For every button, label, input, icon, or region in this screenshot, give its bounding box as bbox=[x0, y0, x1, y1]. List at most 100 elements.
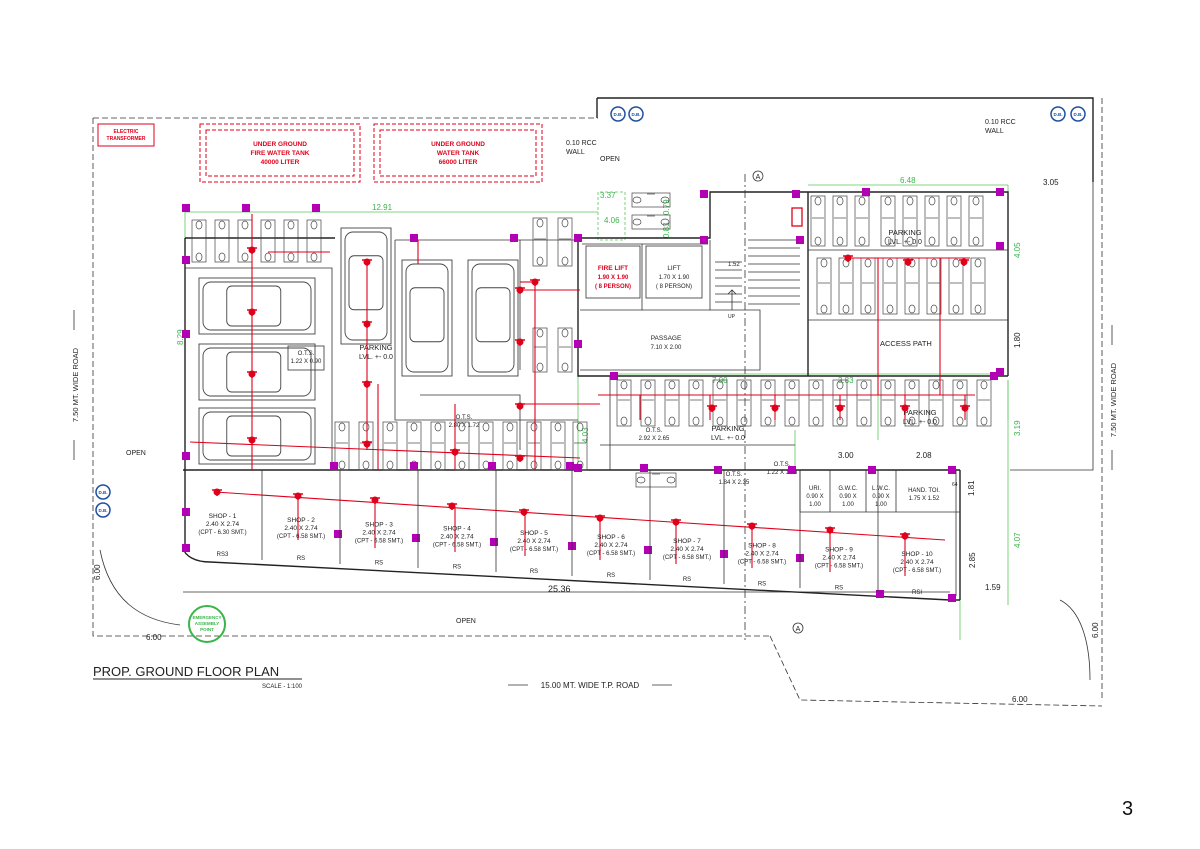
shop-carpet-area: (CPT - 6.58 SMT.) bbox=[433, 543, 481, 549]
sprinkler-icon bbox=[900, 404, 910, 412]
ots: O.T.S. 2.92 X 2.65 bbox=[639, 428, 670, 442]
section-mark: A A bbox=[752, 170, 804, 634]
column bbox=[948, 466, 956, 474]
svg-text:FIRE WATER TANK: FIRE WATER TANK bbox=[251, 150, 310, 157]
sprinkler-icon bbox=[447, 502, 457, 510]
column bbox=[574, 464, 582, 472]
bike-icon bbox=[860, 257, 876, 315]
svg-text:LVL. +- 0.0: LVL. +- 0.0 bbox=[359, 354, 393, 361]
dimension-label: 0.83 bbox=[662, 222, 671, 238]
bike-icon bbox=[640, 379, 656, 427]
sprinkler-icon bbox=[450, 448, 460, 456]
bike-icon bbox=[952, 379, 968, 427]
green-dimension-lines bbox=[184, 184, 1009, 640]
shop-carpet-area: (CPT - 6.58 SMT.) bbox=[815, 564, 863, 570]
car-icon bbox=[198, 407, 316, 465]
db-badges: D.B. D.B. D.B. D.B. D.B. D.B. bbox=[95, 106, 1086, 518]
svg-text:D.B.: D.B. bbox=[1054, 112, 1063, 117]
sprinkler-icon bbox=[843, 254, 853, 262]
bike-icon bbox=[968, 195, 984, 247]
rolling-shutter-label: RS bbox=[835, 586, 843, 592]
svg-text:1.00: 1.00 bbox=[842, 502, 854, 508]
fire-water-tank: UNDER GROUND FIRE WATER TANK 40000 LITER bbox=[199, 123, 361, 183]
shops: SHOP - 12.40 X 2.74(CPT - 6.30 SMT.)RS3S… bbox=[198, 470, 957, 596]
sprinkler-icon bbox=[362, 320, 372, 328]
shop-unit: SHOP - 62.40 X 2.74(CPT - 6.58 SMT.)RS bbox=[587, 470, 651, 580]
column bbox=[574, 340, 582, 348]
rcc-wall-label: WALL bbox=[985, 128, 1004, 135]
bike-icon bbox=[237, 219, 253, 263]
column bbox=[182, 204, 190, 212]
shop-unit: SHOP - 72.40 X 2.74(CPT - 6.58 SMT.)RS bbox=[663, 470, 725, 584]
sprinkler-icon bbox=[770, 404, 780, 412]
sprinkler-icon bbox=[362, 258, 372, 266]
column bbox=[488, 462, 496, 470]
bike-icon bbox=[948, 257, 964, 315]
toilet-uri: URI. 0.90 X 1.00 bbox=[806, 486, 823, 508]
shop-size: 2.40 X 2.74 bbox=[517, 538, 551, 545]
bike-icon bbox=[635, 472, 677, 488]
shop-size: 2.40 X 2.74 bbox=[206, 521, 240, 528]
access-path-label: ACCESS PATH bbox=[880, 339, 932, 348]
bike-icon bbox=[816, 257, 832, 315]
svg-text:LIFT: LIFT bbox=[667, 265, 680, 272]
sprinklers bbox=[212, 246, 970, 540]
shop-name: SHOP - 7 bbox=[673, 538, 701, 545]
open-label: OPEN bbox=[600, 156, 620, 163]
bottom-road-label: 15.00 MT. WIDE T.P. ROAD bbox=[508, 681, 672, 690]
open-label: OPEN bbox=[126, 450, 146, 457]
svg-text:D.B.: D.B. bbox=[1074, 112, 1083, 117]
shop-unit: SHOP - 32.40 X 2.74(CPT - 6.58 SMT.)RS bbox=[355, 470, 419, 568]
bike-icon bbox=[928, 379, 944, 427]
shop-unit: SHOP - 42.40 X 2.74(CPT - 6.58 SMT.)RS bbox=[433, 470, 497, 572]
column bbox=[574, 234, 582, 242]
svg-text:PARKING: PARKING bbox=[711, 424, 744, 433]
bike-icon bbox=[502, 421, 518, 471]
lift: LIFT 1.70 X 1.90 ( 8 PERSON) bbox=[645, 245, 703, 299]
svg-text:FIRE LIFT: FIRE LIFT bbox=[598, 265, 628, 272]
svg-text:O.T.S.: O.T.S. bbox=[456, 415, 473, 421]
column bbox=[788, 466, 796, 474]
svg-text:D.B.: D.B. bbox=[99, 490, 108, 495]
bike-icon bbox=[810, 195, 826, 247]
rolling-shutter-label: RSI bbox=[912, 590, 922, 596]
bike-icon bbox=[306, 219, 322, 263]
column bbox=[182, 544, 190, 552]
svg-text:0.90 X: 0.90 X bbox=[806, 494, 823, 500]
svg-text:1.52: 1.52 bbox=[728, 262, 740, 268]
dimension-label: 3.00 bbox=[838, 451, 854, 460]
car-parking-bays bbox=[198, 227, 519, 465]
rolling-shutter-label: RS bbox=[607, 573, 615, 579]
shop-carpet-area: (CPT - 6.58 SMT.) bbox=[663, 555, 711, 561]
svg-text:WATER TANK: WATER TANK bbox=[437, 150, 480, 157]
bike-icon bbox=[631, 214, 671, 230]
svg-text:1.00: 1.00 bbox=[875, 502, 887, 508]
sprinkler-icon bbox=[247, 370, 257, 378]
rcc-wall-label: WALL bbox=[566, 149, 585, 156]
shop-name: SHOP - 8 bbox=[748, 542, 776, 549]
db-badge: D.B. bbox=[1070, 106, 1086, 122]
svg-text:PARKING: PARKING bbox=[888, 228, 921, 237]
bike-icon bbox=[926, 257, 942, 315]
svg-text:LVL. +- 0.0: LVL. +- 0.0 bbox=[888, 239, 922, 246]
dimension-label: 6.00 bbox=[1012, 695, 1028, 704]
svg-text:POINT: POINT bbox=[200, 627, 214, 632]
dimension-label: 6.00 bbox=[93, 564, 102, 580]
rcc-wall-label: 0.10 RCC bbox=[985, 119, 1016, 126]
db-badge: D.B. bbox=[628, 106, 644, 122]
shop-size: 2.40 X 2.74 bbox=[440, 534, 474, 541]
dimension-label: 2.85 bbox=[968, 552, 977, 568]
bike-icon bbox=[882, 257, 898, 315]
bike-icon bbox=[784, 379, 800, 427]
sprinkler-icon bbox=[212, 488, 222, 496]
sprinkler-icon bbox=[530, 278, 540, 286]
svg-text:O.T.S.: O.T.S. bbox=[774, 462, 791, 468]
shop-name: SHOP - 10 bbox=[901, 551, 933, 558]
dimension-label: 12.91 bbox=[372, 203, 393, 212]
column bbox=[182, 452, 190, 460]
column bbox=[948, 594, 956, 602]
car-icon bbox=[198, 343, 316, 401]
column bbox=[412, 534, 420, 542]
bike-icon bbox=[880, 379, 896, 427]
column bbox=[182, 508, 190, 516]
